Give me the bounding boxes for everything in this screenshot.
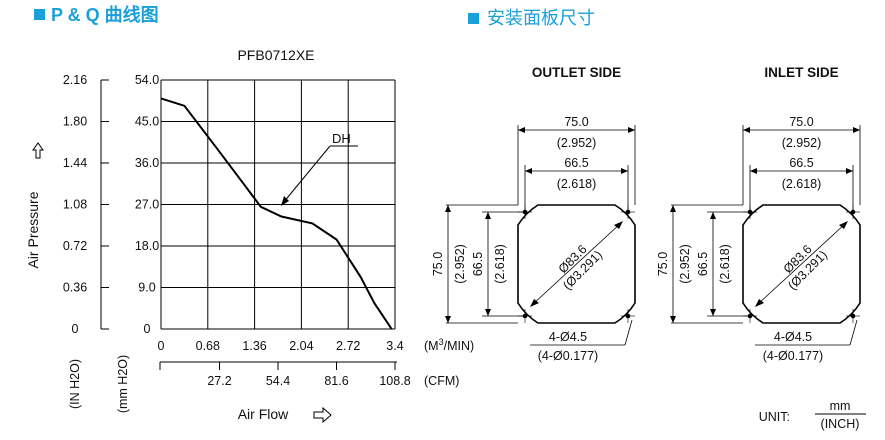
dim-arrowhead — [445, 205, 451, 212]
diameter-line — [531, 222, 622, 306]
unit-label: UNIT: — [759, 410, 790, 424]
dim-arrowhead — [839, 221, 848, 229]
y-tick-inh2o: 0.36 — [63, 281, 87, 295]
dim-outer-h-inch: (2.952) — [557, 136, 597, 150]
pq-heading-bullet — [34, 9, 45, 20]
panel-heading: 安装面板尺寸 — [487, 8, 595, 28]
dim-inner-h: 66.5 — [564, 156, 588, 170]
outlet-side-drawing: OUTLET SIDE 75.0 (2.952) 66.5 (2.618) 75.0 (2.… — [431, 65, 636, 363]
dim-outer-h: 75.0 — [564, 115, 588, 129]
y-tick-inh2o: 1.44 — [63, 156, 87, 170]
dim-arrowhead — [710, 309, 716, 316]
panel-heading-bullet — [468, 13, 479, 24]
dim-arrowhead — [743, 127, 750, 133]
x-axis-title: Air Flow — [238, 406, 289, 422]
y-tick-mmh2o: 0 — [144, 322, 151, 336]
dim-arrowhead — [621, 168, 628, 174]
dh-leader-line — [282, 145, 331, 204]
x-tick-m3: 0 — [158, 339, 165, 353]
x-tick-m3: 1.36 — [242, 339, 266, 353]
holes-label: 4-Ø4.5 — [549, 330, 587, 344]
dim-outer-v: 75.0 — [656, 252, 670, 276]
arrow-right-outline-icon — [313, 406, 332, 424]
chart-title: PFB0712XE — [237, 47, 314, 63]
x-unit-cfm: (CFM) — [424, 374, 459, 388]
unit-inch: (INCH) — [821, 417, 860, 431]
x-tick-cfm: 54.4 — [266, 374, 290, 388]
y-unit-inh2o: (IN H2O) — [68, 359, 82, 409]
dim-arrowhead — [628, 127, 635, 133]
dim-arrowhead — [710, 212, 716, 219]
holes-inch-label: (4-Ø0.177) — [538, 349, 598, 363]
dim-arrowhead — [614, 221, 623, 229]
dim-arrowhead — [485, 309, 491, 316]
y-axis-title: Air Pressure — [25, 191, 41, 268]
y-tick-inh2o: 0.72 — [63, 239, 87, 253]
y-tick-mmh2o: 45.0 — [135, 115, 159, 129]
chart-axes: 54.0 2.16 45.0 1.80 36.0 1.44 27.0 1.08 18.0 0.72… — [63, 73, 411, 388]
arrow-up-outline-icon — [32, 142, 44, 159]
x-tick-cfm: 81.6 — [324, 374, 348, 388]
dim-arrowhead — [670, 205, 676, 212]
y-tick-inh2o: 1.80 — [63, 115, 87, 129]
y-tick-mmh2o: 9.0 — [138, 281, 155, 295]
hole-leader-line — [624, 319, 633, 346]
x-tick-cfm: 108.8 — [379, 374, 410, 388]
y-tick-mmh2o: 54.0 — [135, 73, 159, 87]
dim-arrowhead — [525, 168, 532, 174]
hole-leader-line — [849, 319, 858, 346]
x-tick-m3: 2.04 — [289, 339, 313, 353]
diameter-line — [756, 222, 847, 306]
dim-outer-h: 75.0 — [789, 115, 813, 129]
y-tick-mmh2o: 27.0 — [135, 198, 159, 212]
dim-arrowhead — [518, 127, 525, 133]
x-tick-m3: 0.68 — [196, 339, 220, 353]
y-tick-inh2o: 1.08 — [63, 198, 87, 212]
y-unit-mmh2o: (mm H2O) — [116, 355, 130, 413]
pq-curve-dh — [160, 97, 393, 330]
dim-arrowhead — [445, 316, 451, 323]
dim-inner-h-inch: (2.618) — [557, 177, 597, 191]
dim-inner-v: 66.5 — [696, 252, 710, 276]
x-tick-cfm: 27.2 — [207, 374, 231, 388]
dim-arrowhead — [846, 168, 853, 174]
y-tick-mmh2o: 18.0 — [135, 239, 159, 253]
x-unit-m3: (M3/MIN) — [424, 337, 474, 353]
fan-opening-outline — [517, 204, 636, 324]
x-tick-m3: 2.72 — [336, 339, 360, 353]
dim-outer-v-inch: (2.952) — [678, 244, 692, 284]
dh-label: DH — [332, 131, 351, 146]
y-tick-mmh2o: 36.0 — [135, 156, 159, 170]
dim-arrowhead — [485, 212, 491, 219]
panel-title: INLET SIDE — [764, 65, 838, 80]
chart-grid — [160, 79, 396, 330]
dim-outer-v-inch: (2.952) — [453, 244, 467, 284]
dim-arrowhead — [530, 299, 539, 307]
dim-inner-v-inch: (2.618) — [493, 244, 507, 284]
dh-leader-arrowhead — [281, 196, 289, 206]
dim-arrowhead — [853, 127, 860, 133]
inlet-side-drawing: INLET SIDE 75.0 (2.952) 66.5 (2.618) 75.0 (2.9… — [656, 65, 861, 363]
dim-inner-h-inch: (2.618) — [782, 177, 822, 191]
holes-inch-label: (4-Ø0.177) — [763, 349, 823, 363]
unit-mm: mm — [830, 399, 851, 413]
dim-inner-h: 66.5 — [789, 156, 813, 170]
y-tick-inh2o: 0 — [72, 322, 79, 336]
panel-title: OUTLET SIDE — [532, 65, 621, 80]
y-tick-inh2o: 2.16 — [63, 73, 87, 87]
pq-heading: P & Q 曲线图 — [51, 4, 159, 25]
holes-label: 4-Ø4.5 — [774, 330, 812, 344]
dim-outer-v: 75.0 — [431, 252, 445, 276]
fan-opening-outline — [742, 204, 861, 324]
dim-arrowhead — [750, 168, 757, 174]
dim-arrowhead — [670, 316, 676, 323]
dim-inner-v-inch: (2.618) — [718, 244, 732, 284]
x-tick-m3: 3.4 — [386, 339, 403, 353]
dim-arrowhead — [755, 299, 764, 307]
dim-outer-h-inch: (2.952) — [782, 136, 822, 150]
dim-inner-v: 66.5 — [471, 252, 485, 276]
